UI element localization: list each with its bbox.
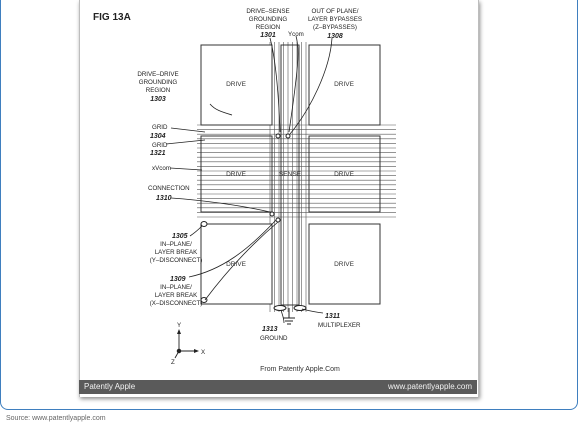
ground-marker [273,305,287,311]
label-drive-drive-region: REGION [146,87,170,94]
label-inplane-y: LAYER BREAK [155,249,198,256]
connection-point [269,211,275,217]
drive-cell-top-left [200,44,273,126]
cell-label: DRIVE [226,171,247,178]
bypass-point [285,133,291,139]
axis-label-y: Y [177,322,181,329]
footer-url[interactable]: www.patentlyapple.com [387,382,472,391]
label-inplane-x: (X–DISCONNECT) [150,300,203,307]
cell-label: DRIVE [334,261,355,268]
label-drive-sense-region: GROUNDING [249,16,288,23]
drive-cell-middle-left [200,135,273,213]
ref-1311: 1311 [325,313,340,320]
axis-indicator [174,329,199,359]
ref-1309: 1309 [170,276,186,283]
figure-credit: From Patently Apple.Com [260,366,340,373]
sense-strip [280,44,300,306]
ref-1304: 1304 [150,133,166,140]
label-ycom: Ycom [288,31,304,38]
ground-symbol [283,308,295,325]
cell-label: DRIVE [334,171,355,178]
label-grid-1321: GRID [152,142,168,149]
label-drive-sense-region: REGION [256,24,280,31]
label-drive-drive-region: GROUNDING [139,79,178,86]
ref-1301: 1301 [260,32,276,39]
ref-1321: 1321 [150,150,166,157]
ref-1303: 1303 [150,96,166,103]
label-connection: CONNECTION [148,185,190,192]
drive-cell-middle-right [308,135,381,213]
cell-label: DRIVE [334,81,355,88]
axis-label-z: Z [171,359,175,366]
label-inplane-y: IN–PLANE/ [160,241,192,248]
label-ground: GROUND [260,335,288,342]
connection-point [275,217,281,223]
leader-lines [165,35,333,324]
drive-cell-bottom-left [200,223,273,305]
cell-label: DRIVE [226,81,247,88]
label-drive-drive-region: DRIVE–DRIVE [137,71,178,78]
source-caption: Source: www.patentlyapple.com [6,415,106,422]
figure-title: FIG 13A [93,12,131,23]
cell-label: DRIVE [226,261,247,268]
label-out-of-plane: (Z–BYPASSES) [313,24,357,31]
bypass-point [275,133,281,139]
axis-label-x: X [201,349,205,356]
label-drive-sense-region: DRIVE–SENSE [246,8,289,15]
outer-frame [0,0,578,410]
drive-cell-top-right [308,44,381,126]
label-multiplexer: MULTIPLEXER [318,322,361,329]
break-marker [200,221,208,227]
label-inplane-x: IN–PLANE/ [160,284,192,291]
label-out-of-plane: LAYER BYPASSES [308,16,362,23]
cell-label-sense: SENSE [279,171,302,178]
footer-brand: Patently Apple [84,382,136,391]
label-grid-1304: GRID [152,124,168,131]
ref-1313: 1313 [262,326,278,333]
ref-1308: 1308 [327,33,343,40]
label-inplane-x: LAYER BREAK [155,292,198,299]
label-inplane-y: (Y–DISCONNECT) [150,257,203,264]
label-out-of-plane: OUT OF PLANE/ [312,8,359,15]
ref-1310: 1310 [156,195,172,202]
ref-1305: 1305 [172,233,188,240]
label-xvcom: xVcom [152,165,171,172]
footer-bar: Patently Apple www.patentlyapple.com [79,380,477,394]
drive-cell-bottom-right [308,223,381,305]
